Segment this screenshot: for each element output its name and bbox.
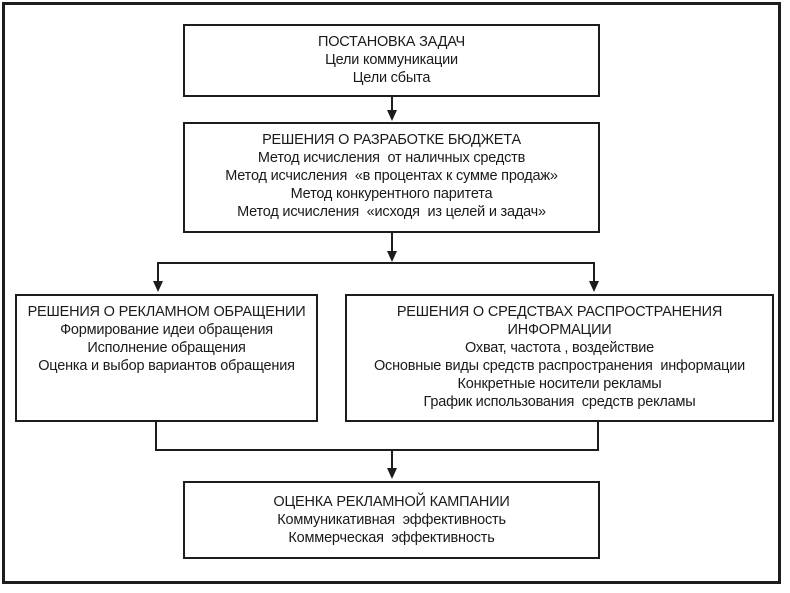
node-message-item: Оценка и выбор вариантов обращения xyxy=(38,358,295,374)
node-message: РЕШЕНИЯ О РЕКЛАМНОМ ОБРАЩЕНИИ Формирован… xyxy=(15,294,318,422)
node-budget-item: Метод исчисления «исходя из целей и зада… xyxy=(237,204,546,220)
node-evaluation-title: ОЦЕНКА РЕКЛАМНОЙ КАМПАНИИ xyxy=(273,494,510,510)
node-message-title: РЕШЕНИЯ О РЕКЛАМНОМ ОБРАЩЕНИИ xyxy=(27,304,306,320)
node-budget-item: Метод исчисления от наличных средств xyxy=(257,150,526,166)
node-tasks: ПОСТАНОВКА ЗАДАЧ Цели коммуникации Цели … xyxy=(183,24,600,97)
node-budget: РЕШЕНИЯ О РАЗРАБОТКЕ БЮДЖЕТА Метод исчис… xyxy=(183,122,600,233)
diagram-border-frame xyxy=(2,2,781,584)
node-media-item: График использования средств рекламы xyxy=(423,394,696,410)
node-budget-item: Метод конкурентного паритета xyxy=(290,186,493,202)
node-tasks-item: Цели сбыта xyxy=(352,70,431,86)
node-message-item: Формирование идеи обращения xyxy=(60,322,273,338)
node-media-item: Основные виды средств распространения ин… xyxy=(373,358,746,374)
node-media-title: РЕШЕНИЯ О СРЕДСТВАХ РАСПРОСТРАНЕНИЯ ИНФО… xyxy=(396,304,727,338)
node-evaluation-item: Коммуникативная эффективность xyxy=(277,512,506,528)
node-evaluation-item: Коммерческая эффективность xyxy=(288,530,495,546)
node-media-item: Конкретные носители рекламы xyxy=(457,376,662,392)
node-tasks-title: ПОСТАНОВКА ЗАДАЧ xyxy=(317,34,466,50)
node-tasks-item: Цели коммуникации xyxy=(325,52,458,68)
node-evaluation: ОЦЕНКА РЕКЛАМНОЙ КАМПАНИИ Коммуникативна… xyxy=(183,481,600,559)
node-message-item: Исполнение обращения xyxy=(87,340,246,356)
node-budget-item: Метод исчисления «в процентах к сумме пр… xyxy=(225,168,558,184)
node-media-item: Охват, частота , воздействие xyxy=(464,340,655,356)
node-budget-title: РЕШЕНИЯ О РАЗРАБОТКЕ БЮДЖЕТА xyxy=(262,132,521,148)
node-media: РЕШЕНИЯ О СРЕДСТВАХ РАСПРОСТРАНЕНИЯ ИНФО… xyxy=(345,294,774,422)
